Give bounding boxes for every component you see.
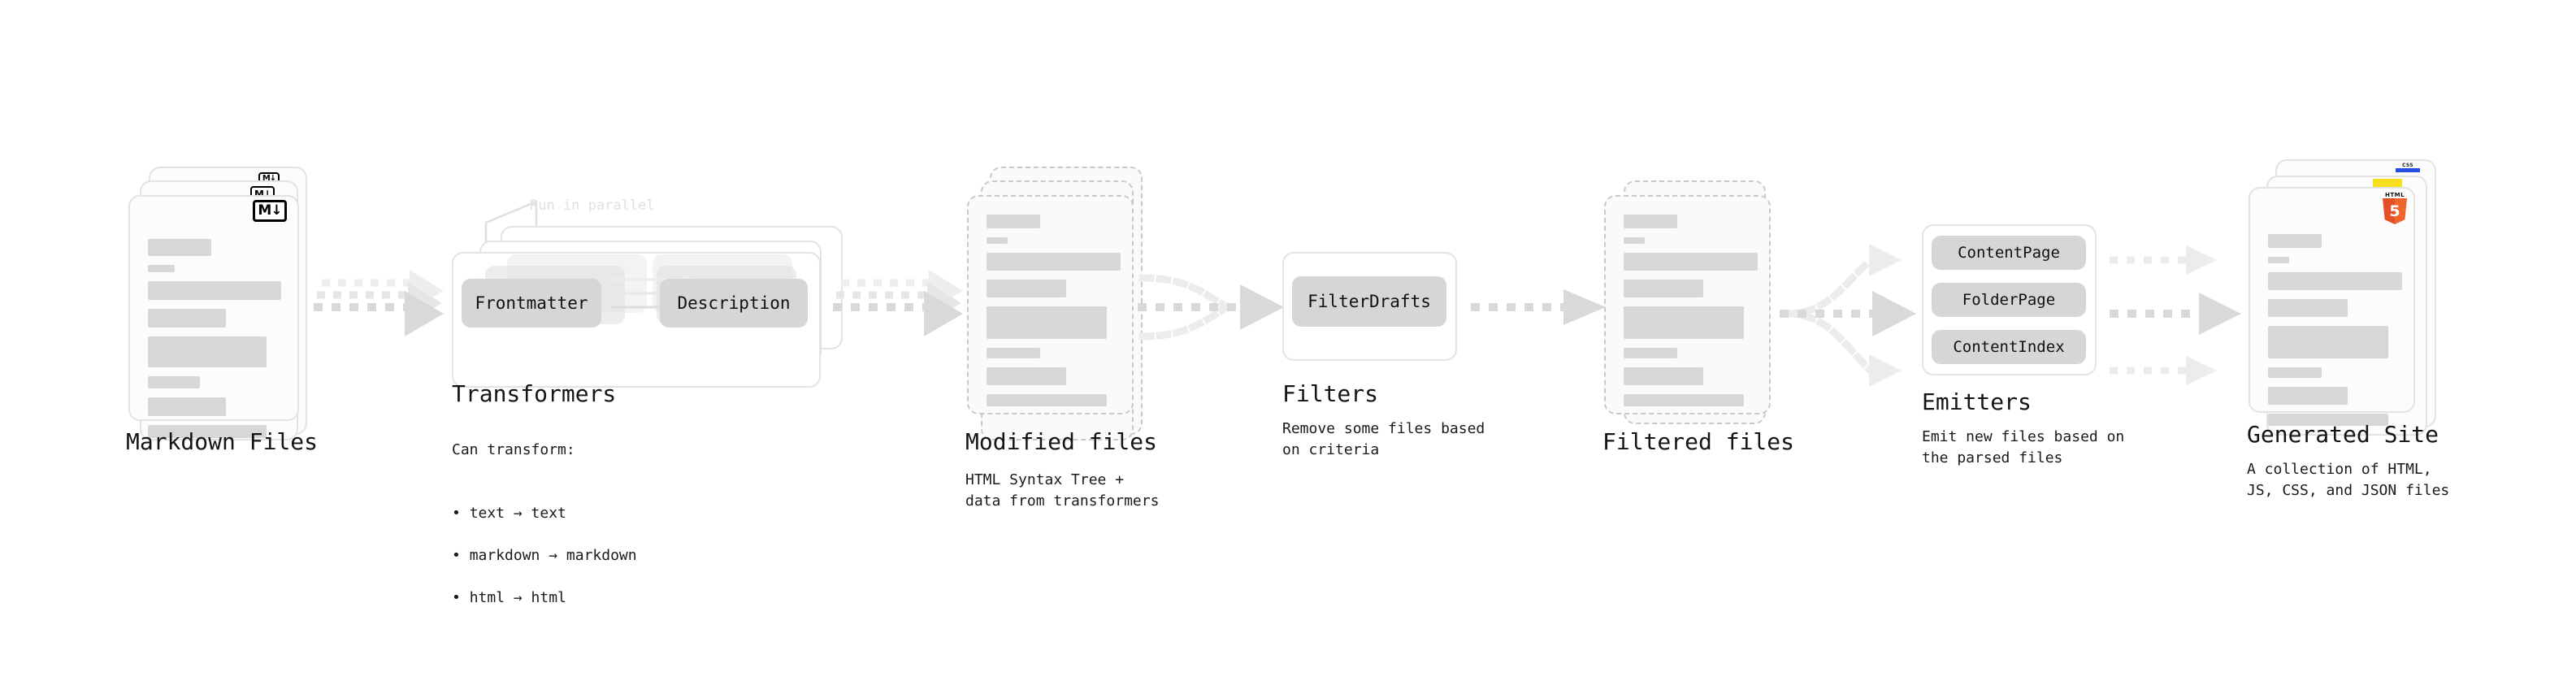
markdown-icon: M↓ <box>253 200 287 222</box>
generated-site-title: Generated Site <box>2247 421 2439 448</box>
emitter-chip-contentindex[interactable]: ContentIndex <box>1932 330 2086 364</box>
filtered-files-title: Filtered files <box>1602 428 1795 455</box>
flow-arrow-transformers-to-modified <box>833 268 971 358</box>
flow-arrow-modified-to-filters <box>1138 268 1292 358</box>
modified-file-content <box>987 215 1121 415</box>
markdown-file-content <box>148 239 281 447</box>
emitters-title: Emitters <box>1922 388 2032 415</box>
site-file-sheet-html <box>2249 187 2415 426</box>
site-file-content <box>2268 234 2402 435</box>
filter-chip-filterdrafts[interactable]: FilterDrafts <box>1292 276 1446 327</box>
emitter-chip-folderpage[interactable]: FolderPage <box>1932 283 2086 317</box>
filters-title: Filters <box>1282 380 1379 407</box>
css-icon-label: CSS <box>2402 163 2413 168</box>
flow-arrow-emitters-to-site <box>2110 242 2256 397</box>
transformers-subtitle: Can transform: text → text markdown → ma… <box>452 419 637 651</box>
transformers-bullet-2: html → html <box>452 588 637 609</box>
filtered-file-sheet-front <box>1604 195 1771 414</box>
css-icon-bar <box>2396 168 2420 172</box>
flow-arrow-filters-to-filtered <box>1471 289 1613 338</box>
run-in-parallel-label: Run in parallel <box>530 197 655 214</box>
markdown-file-sheet-front <box>128 195 299 438</box>
html5-icon: HTML 5 <box>2381 192 2409 224</box>
html5-icon-number: 5 <box>2389 202 2400 220</box>
transformers-bullet-1: markdown → markdown <box>452 545 637 566</box>
generated-site-subtitle: A collection of HTML, JS, CSS, and JSON … <box>2247 461 2450 499</box>
filtered-file-content <box>1624 215 1758 415</box>
modified-files-subtitle: HTML Syntax Tree + data from transformer… <box>965 471 1160 510</box>
flow-arrow-filtered-to-emitters <box>1780 242 1942 397</box>
filters-subtitle: Remove some files based on criteria <box>1282 420 1485 458</box>
html5-icon-label: HTML <box>2384 192 2405 198</box>
transformer-chip-description[interactable]: Description <box>660 279 808 327</box>
transformer-chip-frontmatter[interactable]: Frontmatter <box>462 279 601 327</box>
transformers-title: Transformers <box>452 380 617 407</box>
transformers-bullet-0: text → text <box>452 503 637 524</box>
markdown-files-title: Markdown Files <box>126 428 319 455</box>
css-icon: CSS <box>2396 163 2420 174</box>
emitters-subtitle: Emit new files based on the parsed files <box>1922 428 2125 466</box>
emitter-chip-contentpage[interactable]: ContentPage <box>1932 236 2086 270</box>
transformers-bullets: text → text markdown → markdown html → h… <box>452 482 637 630</box>
html5-icon-shield: 5 <box>2383 198 2407 224</box>
modified-file-sheet-front <box>967 195 1134 414</box>
modified-files-title: Modified files <box>965 428 1158 455</box>
flow-arrow-markdown-to-transformers <box>314 268 452 358</box>
run-in-parallel-bracket <box>479 193 577 258</box>
transformers-subtitle-lead: Can transform: <box>452 441 575 458</box>
